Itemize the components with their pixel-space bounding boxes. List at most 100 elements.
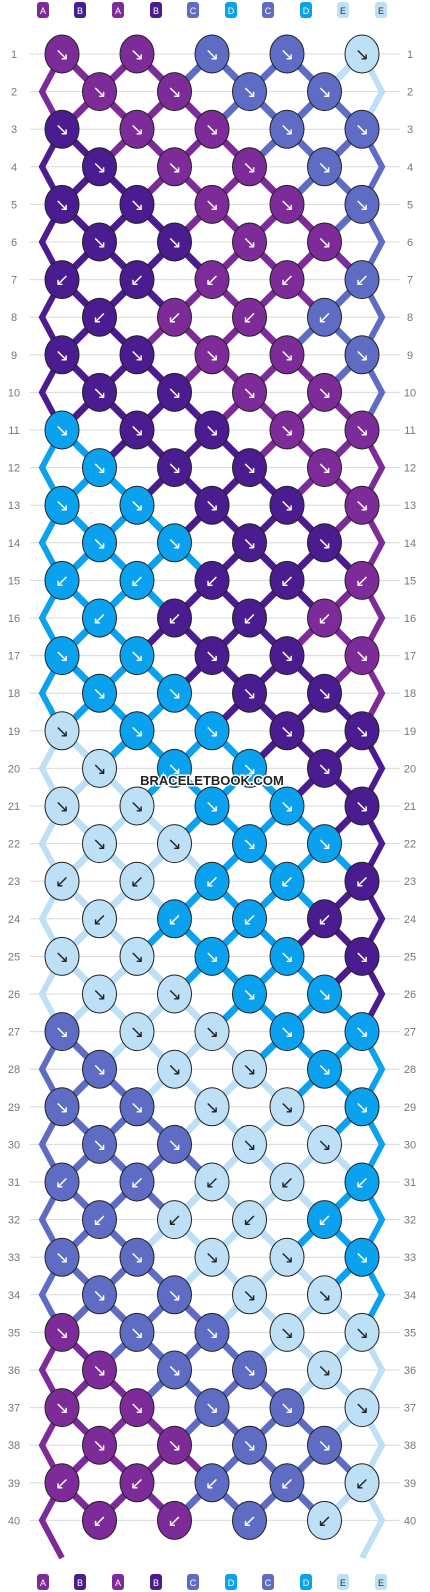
knot: ↘: [157, 1275, 192, 1315]
knot: ↘: [307, 673, 342, 713]
knot: ↘: [269, 1012, 305, 1052]
row-number-left: 24: [8, 914, 20, 926]
row-number-left: 17: [8, 651, 20, 663]
row-number-right: 1: [407, 49, 413, 61]
knot: ↘: [157, 222, 192, 262]
knot-body: [344, 260, 380, 300]
forward-arrow-icon: ↘: [130, 1023, 144, 1043]
knot-body: [82, 1124, 117, 1164]
knot: ↘: [119, 711, 155, 751]
forward-arrow-icon: ↘: [92, 759, 106, 779]
forward-arrow-icon: ↘: [242, 233, 256, 253]
forward-arrow-icon: ↘: [242, 985, 256, 1005]
knot: ↘: [119, 636, 155, 676]
backward-arrow-icon: ↙: [280, 1474, 294, 1494]
backward-arrow-icon: ↙: [167, 609, 181, 629]
forward-arrow-icon: ↘: [92, 835, 106, 855]
forward-arrow-icon: ↘: [242, 459, 256, 479]
strand-label-bottom-letter: D: [228, 1578, 235, 1588]
knot: ↘: [344, 936, 380, 976]
strand-label-top-letter: B: [77, 6, 83, 16]
knot: ↘: [269, 636, 305, 676]
forward-arrow-icon: ↘: [280, 797, 294, 817]
backward-arrow-icon: ↙: [55, 1474, 69, 1494]
knot: ↘: [119, 109, 155, 149]
strand-label-top-letter: A: [115, 6, 121, 16]
knot: ↘: [307, 222, 342, 262]
knot-body: [157, 1500, 192, 1540]
knot: ↙: [344, 1463, 380, 1503]
knot: ↘: [194, 1388, 230, 1428]
knot-body: [82, 523, 117, 563]
knot: ↘: [269, 109, 305, 149]
knot-body: [344, 335, 380, 375]
knot: ↘: [82, 372, 117, 412]
knot: ↘: [232, 673, 267, 713]
knot-body: [232, 222, 267, 262]
knot-body: [119, 1087, 155, 1127]
forward-arrow-icon: ↘: [55, 45, 69, 65]
knot-body: [157, 523, 192, 563]
knot: ↘: [194, 1237, 230, 1277]
strand-label-bottom-swatch: [375, 1574, 387, 1590]
forward-arrow-icon: ↘: [355, 1399, 369, 1419]
strand-label-top-swatch: [225, 2, 237, 18]
knot: ↘: [44, 711, 80, 751]
knot-body: [232, 1350, 267, 1390]
knot: ↙: [119, 861, 155, 901]
row-number-right: 13: [404, 500, 416, 512]
knot-body: [44, 1012, 80, 1052]
row-number-left: 4: [11, 162, 17, 174]
forward-arrow-icon: ↘: [280, 1098, 294, 1118]
forward-arrow-icon: ↘: [167, 1361, 181, 1381]
knot: ↘: [82, 1350, 117, 1390]
knot-body: [44, 861, 80, 901]
backward-arrow-icon: ↙: [205, 1173, 219, 1193]
knot-body: [194, 936, 230, 976]
knot-body: [157, 1200, 192, 1240]
knot: ↘: [44, 34, 80, 74]
knot-body: [82, 448, 117, 488]
forward-arrow-icon: ↘: [167, 158, 181, 178]
knot: ↘: [82, 974, 117, 1014]
backward-arrow-icon: ↙: [355, 571, 369, 591]
row-number-right: 21: [404, 801, 416, 813]
backward-arrow-icon: ↙: [130, 571, 144, 591]
forward-arrow-icon: ↘: [92, 459, 106, 479]
forward-arrow-icon: ↘: [280, 1248, 294, 1268]
strand-label-bottom-swatch: [150, 1574, 162, 1590]
forward-arrow-icon: ↘: [205, 1323, 219, 1343]
row-number-left: 11: [8, 425, 19, 437]
knot: ↘: [44, 184, 80, 224]
knot-body: [232, 297, 267, 337]
forward-arrow-icon: ↘: [92, 985, 106, 1005]
knot-body: [269, 109, 305, 149]
backward-arrow-icon: ↙: [92, 1211, 106, 1231]
knot-body: [44, 109, 80, 149]
row-number-left: 27: [8, 1027, 20, 1039]
row-number-left: 36: [8, 1365, 20, 1377]
knot: ↙: [119, 1162, 155, 1202]
row-number-right: 4: [407, 162, 413, 174]
forward-arrow-icon: ↘: [92, 684, 106, 704]
row-number-left: 39: [8, 1478, 20, 1490]
knot-body: [307, 673, 342, 713]
knot-body: [44, 1312, 80, 1352]
backward-arrow-icon: ↙: [167, 1511, 181, 1531]
strand-label-top-swatch: [375, 2, 387, 18]
knot-body: [307, 1500, 342, 1540]
forward-arrow-icon: ↘: [55, 1323, 69, 1343]
knot: ↘: [269, 485, 305, 525]
forward-arrow-icon: ↘: [55, 947, 69, 967]
forward-arrow-icon: ↘: [205, 1098, 219, 1118]
knot-body: [307, 448, 342, 488]
knot-body: [269, 636, 305, 676]
knot: ↙: [82, 899, 117, 939]
row-number-right: 19: [404, 726, 416, 738]
knot-body: [232, 72, 267, 112]
knot: ↙: [344, 1162, 380, 1202]
knot: ↘: [344, 1087, 380, 1127]
forward-arrow-icon: ↘: [130, 346, 144, 366]
knot: ↙: [344, 260, 380, 300]
